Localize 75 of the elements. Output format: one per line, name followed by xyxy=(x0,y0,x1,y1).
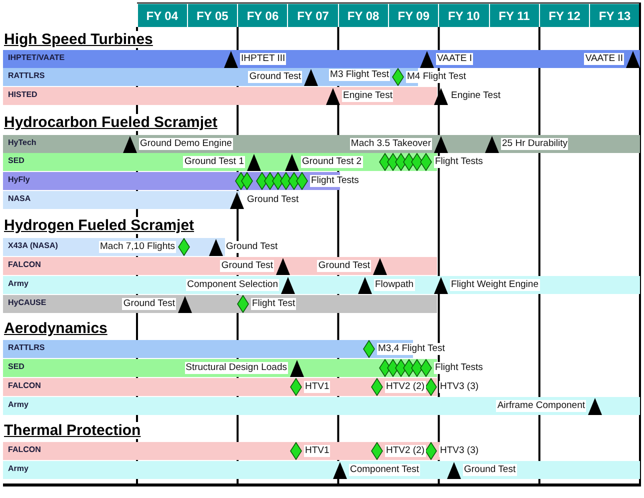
milestone-label: M3 Flight Test xyxy=(329,69,390,81)
milestone-label: VAATE I xyxy=(436,53,474,65)
milestone-label: HTV2 (2) xyxy=(385,381,426,393)
milestone-label: HTV2 (2) xyxy=(385,445,426,457)
milestone-label: Engine Test xyxy=(342,90,394,102)
milestone-label: HTV3 (3) xyxy=(439,445,480,457)
milestone-label: HTV1 xyxy=(304,445,330,457)
year-header-cell: FY 06 xyxy=(238,4,288,27)
section-heading: High Speed Turbines xyxy=(4,31,155,48)
milestone-label: IHPTET III xyxy=(240,53,286,65)
section-heading: Hydrogen Fueled Scramjet xyxy=(4,217,196,234)
year-header-cell: FY 07 xyxy=(288,4,338,27)
program-name: FALCON xyxy=(8,445,41,454)
milestone-label: Ground Test xyxy=(463,464,517,476)
year-header-cell: FY 05 xyxy=(188,4,238,27)
milestone-label: Flight Test xyxy=(251,298,296,310)
year-header-cell: FY 04 xyxy=(138,4,187,27)
milestone-label: HTV3 (3) xyxy=(439,381,480,393)
program-name: Army xyxy=(8,279,28,288)
program-bar xyxy=(3,191,240,209)
program-bar xyxy=(3,378,437,396)
milestone-label: Structural Design Loads xyxy=(184,362,288,374)
year-header-cell: FY 09 xyxy=(389,4,438,27)
section-heading: Hydrocarbon Fueled Scramjet xyxy=(4,114,220,131)
program-name: RATTLRS xyxy=(8,343,45,352)
section-heading: Thermal Protection xyxy=(4,422,143,439)
program-bar xyxy=(3,87,437,105)
milestone-label: Flight Tests xyxy=(434,156,484,168)
program-name: FALCON xyxy=(8,260,41,269)
milestone-label: 25 Hr Durability xyxy=(501,138,568,150)
milestone-label: Ground Test xyxy=(248,71,302,83)
milestone-label: VAATE II xyxy=(584,53,624,65)
program-name: HyFly xyxy=(8,175,30,184)
year-header-cell: FY 11 xyxy=(490,4,539,27)
milestone-label: Component Test xyxy=(349,464,420,476)
program-name: HISTED xyxy=(8,90,38,99)
milestone-label: Flight Tests xyxy=(310,175,360,187)
milestone-label: Ground Test xyxy=(317,260,371,272)
year-header-cell: FY 13 xyxy=(590,4,640,27)
program-name: IHPTET/VAATE xyxy=(8,53,65,62)
program-name: Army xyxy=(8,464,28,473)
program-bar xyxy=(3,397,640,415)
milestone-label: Ground Test xyxy=(220,260,274,272)
year-header-cell: FY 12 xyxy=(540,4,590,27)
milestone-label: HTV1 xyxy=(304,381,330,393)
program-bar xyxy=(3,461,640,479)
program-name: HyTech xyxy=(8,138,36,147)
milestone-label: Ground Test 2 xyxy=(301,156,363,168)
milestone-label: Engine Test xyxy=(450,90,502,102)
program-name: NASA xyxy=(8,194,31,203)
milestone-label: Mach 7,10 Flights xyxy=(99,241,176,253)
milestone-label: Airframe Component xyxy=(496,400,586,412)
section-heading: Aerodynamics xyxy=(4,320,110,337)
year-header-cell: FY 08 xyxy=(338,4,388,27)
program-name: SED xyxy=(8,156,24,165)
year-header-cell: FY 10 xyxy=(439,4,489,27)
program-name: HyCAUSE xyxy=(8,298,46,307)
program-bar xyxy=(3,50,640,68)
program-bar xyxy=(3,442,440,460)
milestone-label: M3,4 Flight Test xyxy=(377,343,446,355)
program-name: SED xyxy=(8,362,24,371)
program-name: RATTLRS xyxy=(8,71,45,80)
milestone-label: Ground Test xyxy=(122,298,176,310)
milestone-label: Ground Test 1 xyxy=(183,156,245,168)
milestone-label: M4 Flight Test xyxy=(406,71,467,83)
milestone-label: Mach 3.5 Takeover xyxy=(350,138,432,150)
program-name: FALCON xyxy=(8,381,41,390)
milestone-label: Ground Test xyxy=(225,241,279,253)
milestone-label: Component Selection xyxy=(186,279,279,291)
program-name: Army xyxy=(8,400,28,409)
milestone-label: Flight Weight Engine xyxy=(450,279,540,291)
program-name: X43A (NASA) xyxy=(8,241,58,250)
milestone-label: Flowpath xyxy=(374,279,415,291)
milestone-label: Flight Tests xyxy=(434,362,484,374)
milestone-label: Ground Demo Engine xyxy=(139,138,233,150)
